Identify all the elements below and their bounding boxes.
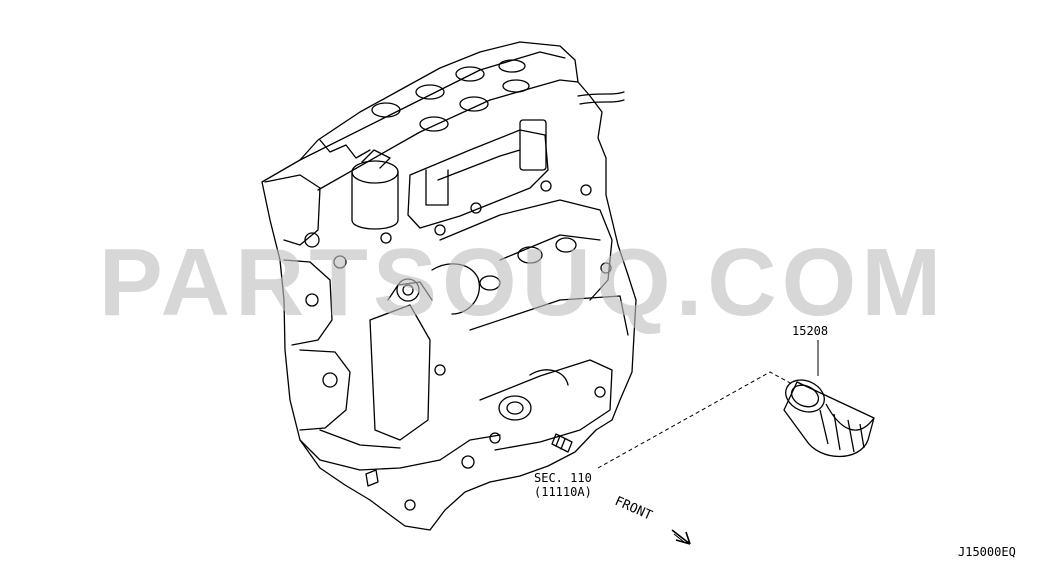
part-number-label: 15208 bbox=[792, 324, 828, 338]
section-ref-label: SEC. 110 bbox=[534, 471, 592, 485]
diagram-code-label: J15000EQ bbox=[958, 545, 1016, 559]
engine-block-drawing bbox=[261, 41, 637, 531]
front-arrow bbox=[671, 529, 691, 545]
dashed-leader-line bbox=[597, 371, 793, 469]
oil-filter-drawing bbox=[783, 379, 875, 458]
section-code-label: (11110A) bbox=[534, 485, 592, 499]
leader-lines bbox=[597, 340, 819, 545]
front-direction-label: FRONT bbox=[612, 494, 654, 524]
